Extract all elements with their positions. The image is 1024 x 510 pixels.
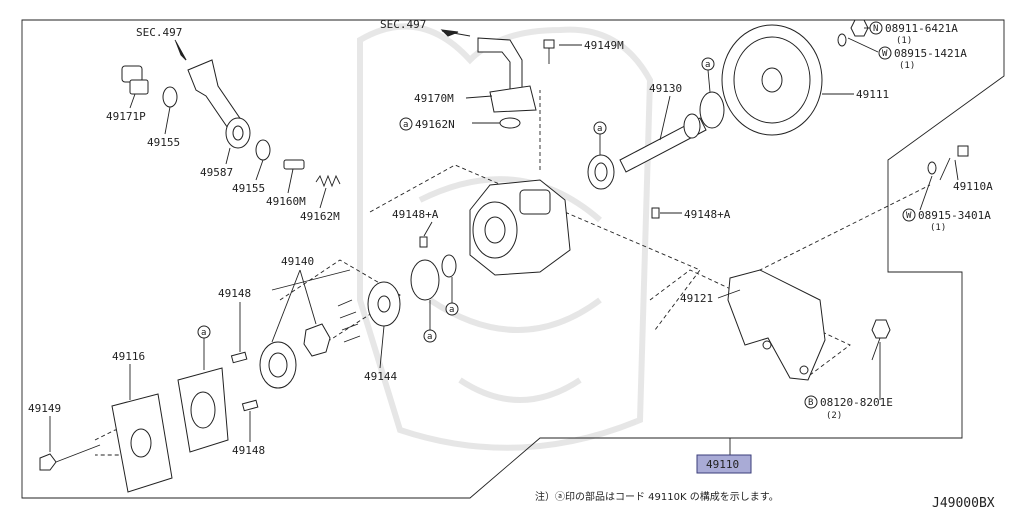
part-qty-08915-1421A: (1) [899, 61, 915, 71]
svg-text:a: a [597, 124, 602, 134]
part-label-49162M[interactable]: 49162M [300, 210, 340, 223]
part-bearing[interactable] [587, 154, 615, 190]
part-label-49144[interactable]: 49144 [364, 370, 397, 383]
w-badge-icon: W [878, 46, 892, 60]
part-label-49170M[interactable]: 49170M [414, 92, 454, 105]
part-49171P[interactable] [121, 65, 149, 95]
part-49121-bracket[interactable] [727, 269, 826, 381]
part-qty-08915-3401A: (1) [930, 223, 946, 233]
assembly-code-box[interactable] [696, 454, 752, 474]
part-pump-body[interactable] [469, 179, 571, 276]
assembly-code[interactable]: 49110 [706, 458, 739, 471]
part-49149M[interactable] [543, 39, 555, 64]
part-label-49111[interactable]: 49111 [856, 88, 889, 101]
part-label-49148-lower[interactable]: 49148 [232, 444, 265, 457]
n-badge-icon: N [869, 21, 883, 35]
part-label-49148-upper[interactable]: 49148 [218, 287, 251, 300]
part-nut[interactable] [850, 19, 869, 37]
part-label-49130[interactable]: 49130 [649, 82, 682, 95]
diagram-code: J49000BX [932, 496, 995, 510]
part-label-49587[interactable]: 49587 [200, 166, 233, 179]
part-label-49149M[interactable]: 49149M [584, 39, 624, 52]
part-label-49160M[interactable]: 49160M [266, 195, 306, 208]
part-08120-bolt[interactable] [871, 319, 891, 361]
part-label-49155-top[interactable]: 49155 [147, 136, 180, 149]
part-label-08915-1421A[interactable]: 08915-1421A [894, 47, 967, 60]
part-label-08911-6421A[interactable]: 08911-6421A [885, 22, 958, 35]
part-49587[interactable] [187, 59, 251, 149]
svg-text:W: W [906, 211, 912, 221]
a-badge-icon: a [593, 121, 607, 135]
part-49144[interactable] [367, 281, 401, 327]
b-badge-icon: B [804, 395, 818, 409]
part-49148A-pin-left[interactable] [419, 236, 428, 248]
assembly-frame [21, 19, 1005, 499]
part-49148-pin-upper[interactable] [230, 351, 248, 364]
svg-text:a: a [427, 332, 432, 342]
part-label-49140[interactable]: 49140 [281, 255, 314, 268]
w-badge-icon: W [902, 208, 916, 222]
svg-text:N: N [873, 24, 878, 34]
a-badge-icon: a [197, 325, 211, 339]
part-o-ring-small[interactable] [441, 254, 457, 278]
part-49110A[interactable] [939, 145, 969, 181]
part-label-08120-8201E[interactable]: 08120-8201E [820, 396, 893, 409]
a-badge-icon: a [423, 329, 437, 343]
part-49162M[interactable] [315, 174, 341, 188]
part-washer[interactable] [837, 33, 847, 47]
part-49140[interactable] [259, 299, 361, 389]
part-49148-pin-lower[interactable] [241, 399, 259, 412]
part-49116-cover[interactable] [111, 393, 173, 493]
part-qty-08911: (1) [896, 36, 912, 46]
a-badge-icon: a [399, 117, 413, 131]
part-label-49116[interactable]: 49116 [112, 350, 145, 363]
svg-text:a: a [449, 305, 454, 315]
svg-text:a: a [403, 120, 408, 130]
a-badge-icon: a [701, 57, 715, 71]
section-ref-left[interactable]: SEC.497 [136, 26, 182, 39]
part-label-49121[interactable]: 49121 [680, 292, 713, 305]
part-o-ring[interactable] [699, 91, 725, 129]
svg-text:a: a [705, 60, 710, 70]
part-49155-washer-lower[interactable] [255, 139, 271, 161]
part-49162N-o-ring[interactable] [499, 117, 521, 129]
svg-text:B: B [808, 398, 813, 408]
part-label-49171P[interactable]: 49171P [106, 110, 146, 123]
leader-lines [49, 27, 959, 452]
part-49149-bolt[interactable] [39, 444, 101, 471]
part-label-49148A-left[interactable]: 49148+A [392, 208, 439, 221]
part-gasket[interactable] [177, 367, 229, 453]
part-49130-shaft[interactable] [619, 113, 707, 173]
part-washer-small[interactable] [927, 161, 937, 175]
part-o-ring-large[interactable] [410, 259, 440, 301]
svg-text:W: W [882, 49, 888, 59]
part-49111-pulley[interactable] [721, 24, 823, 136]
a-badge-icon: a [445, 302, 459, 316]
part-label-49110A[interactable]: 49110A [953, 180, 993, 193]
part-label-49148A-right[interactable]: 49148+A [684, 208, 731, 221]
section-ref-top[interactable]: SEC.497 [380, 18, 426, 31]
part-49155-washer[interactable] [162, 86, 178, 108]
part-49170M[interactable] [477, 37, 537, 113]
svg-text:a: a [201, 328, 206, 338]
part-label-49155-lower[interactable]: 49155 [232, 182, 265, 195]
part-label-08915-3401A[interactable]: 08915-3401A [918, 209, 991, 222]
part-label-49162N[interactable]: 49162N [415, 118, 455, 131]
footer-note: 注）ⓐ印の部品はコード 49110K の構成を示します。 [535, 490, 779, 503]
part-qty-08120: (2) [826, 411, 842, 421]
part-49148A-pin-right[interactable] [651, 207, 660, 219]
part-label-49149[interactable]: 49149 [28, 402, 61, 415]
part-49160M[interactable] [283, 159, 305, 170]
